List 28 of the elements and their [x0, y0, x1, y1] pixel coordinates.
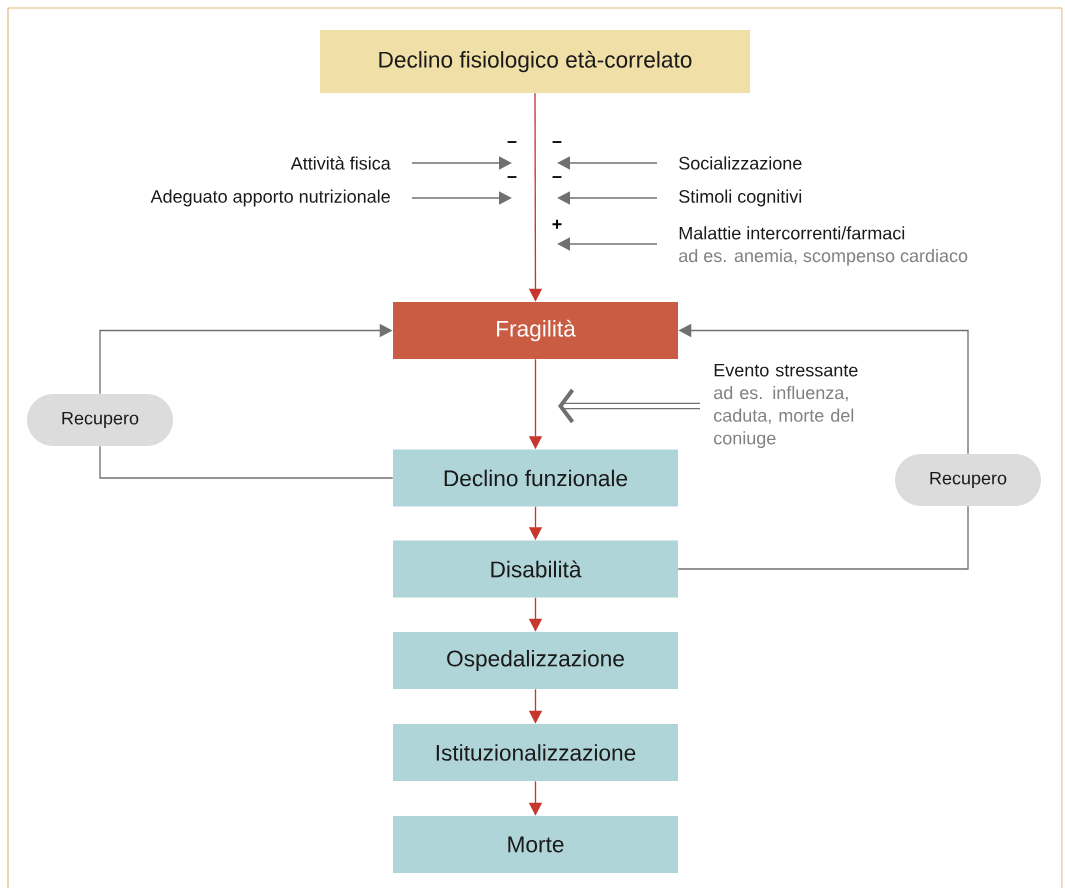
- arrow: [557, 191, 658, 205]
- connector-line: [99, 445, 394, 479]
- sign-label: –: [507, 176, 517, 178]
- connector-line: [677, 505, 969, 570]
- recovery-pill: Recupero: [27, 394, 173, 446]
- factor-text: Stimoli cognitivi: [679, 189, 802, 207]
- process-box: Declino fisiologico età-correlato: [320, 30, 750, 93]
- sign-label: –: [507, 141, 517, 143]
- arrow: [558, 388, 700, 424]
- arrow: [557, 237, 658, 251]
- recovery-pill: Recupero: [895, 454, 1041, 506]
- factor-text: Socializzazione: [679, 156, 802, 170]
- process-box: Morte: [393, 816, 678, 873]
- sign-label: –: [552, 141, 562, 143]
- process-box: Istituzionalizzazione: [393, 724, 678, 781]
- arrow: [411, 156, 512, 170]
- factor-text: Evento stressante ad es. influenza, caduta, morte del coniuge: [714, 363, 858, 449]
- process-box: Ospedalizzazione: [393, 632, 678, 689]
- arrow: [411, 191, 512, 205]
- factor-text: Attività fisica: [290, 156, 391, 170]
- sign-label: –: [552, 176, 562, 178]
- process-box: Fragilità: [393, 302, 678, 359]
- factor-text: Adeguato apporto nutrizionale: [150, 189, 390, 207]
- sign-label: +: [552, 219, 562, 229]
- process-box: Disabilità: [393, 540, 678, 598]
- factor-text: Malattie intercorrenti/farmaci ad es. anemia, scompenso cardiaco: [679, 226, 968, 266]
- process-box: Declino funzionale: [393, 449, 678, 507]
- arrow: [557, 156, 658, 170]
